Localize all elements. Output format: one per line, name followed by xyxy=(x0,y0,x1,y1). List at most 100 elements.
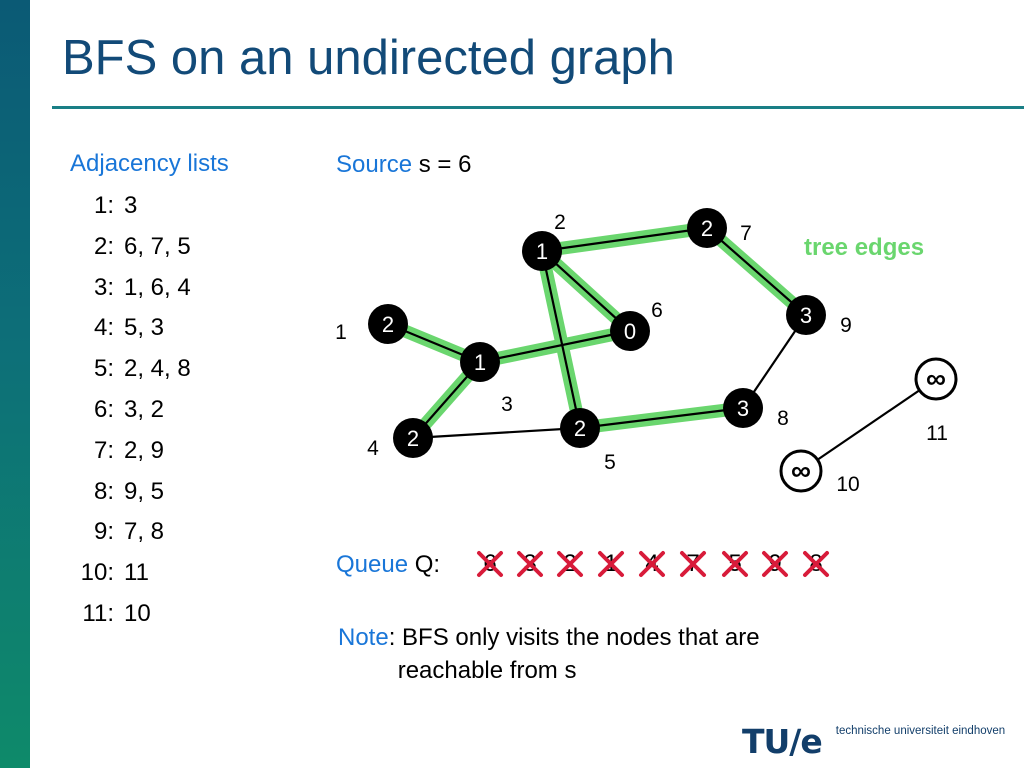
vertex-label-7: 7 xyxy=(740,222,752,245)
node-distance-8: 3 xyxy=(737,396,749,421)
node-distance-2: 1 xyxy=(536,239,548,264)
edge-5-8 xyxy=(579,406,744,430)
vertex-label-2: 2 xyxy=(554,211,566,234)
adjacency-neighbors: 7, 8 xyxy=(124,518,165,546)
node-distance-6: 0 xyxy=(624,319,636,344)
edge-2-5 xyxy=(540,250,582,429)
adjacency-row: 11: 10 xyxy=(70,600,191,641)
cross-mark-icon xyxy=(639,551,665,577)
vertex-label-4: 4 xyxy=(367,437,379,460)
adjacency-vertex: 9: xyxy=(93,518,114,546)
queue-item: 5 xyxy=(717,546,753,582)
queue-item: 8 xyxy=(798,546,834,582)
vertex-label-6: 6 xyxy=(651,299,663,322)
vertex-label-3: 3 xyxy=(501,393,513,416)
adjacency-row: 3:1, 6, 4 xyxy=(70,274,191,315)
vertex-label-1: 1 xyxy=(335,321,347,344)
adjacency-row: 4: 5, 3 xyxy=(70,314,191,355)
node-distance-11: ∞ xyxy=(926,363,946,394)
queue-prefix: Q: xyxy=(414,551,441,578)
adjacency-row: 5: 2, 4, 8 xyxy=(70,355,191,396)
cross-mark-icon xyxy=(557,551,583,577)
edge-4-5 xyxy=(412,426,581,440)
vertex-label-5: 5 xyxy=(604,451,616,474)
adjacency-vertex: 5: xyxy=(93,355,114,383)
queue-item: 3 xyxy=(512,546,548,582)
adjacency-row: 10:11 xyxy=(70,559,191,600)
adjacency-vertex: 7: xyxy=(93,436,114,464)
cross-mark-icon xyxy=(477,551,503,577)
adjacency-vertex: 11: xyxy=(82,599,114,627)
note-line-2: reachable from s xyxy=(397,657,577,684)
adjacency-neighbors: 9, 5 xyxy=(124,477,165,505)
adjacency-row: 7: 2, 9 xyxy=(70,437,191,478)
cross-mark-icon xyxy=(680,551,706,577)
node-distance-3: 1 xyxy=(474,350,486,375)
queue-line: Queue Q: xyxy=(336,551,440,579)
queue-label: Queue xyxy=(336,551,409,578)
node-7 xyxy=(687,208,727,248)
sidebar-accent-bar xyxy=(0,0,30,768)
adjacency-vertex: 3: xyxy=(93,273,114,301)
note: Note: BFS only visits the nodes that are… xyxy=(338,621,760,687)
source-value: s = 6 xyxy=(418,151,472,178)
queue-item: 9 xyxy=(757,546,793,582)
adjacency-neighbors: 6, 7, 5 xyxy=(124,232,191,260)
node-distance-5: 2 xyxy=(574,416,586,441)
logo-text: technische universiteit eindhoven xyxy=(835,724,1006,737)
node-5 xyxy=(560,408,600,448)
adjacency-vertex: 10: xyxy=(80,559,114,587)
cross-mark-icon xyxy=(722,551,748,577)
edge-2-7 xyxy=(541,226,708,253)
adjacency-row: 2: 6, 7, 5 xyxy=(70,233,191,274)
adjacency-neighbors: 3 xyxy=(124,192,138,219)
adjacency-neighbors: 10 xyxy=(124,599,151,627)
node-distance-10: ∞ xyxy=(791,455,811,486)
node-distance-4: 2 xyxy=(407,426,419,451)
node-distance-1: 2 xyxy=(382,312,394,337)
node-8 xyxy=(723,388,763,428)
cross-mark-icon xyxy=(517,551,543,577)
queue-item: 7 xyxy=(675,546,711,582)
slide-title: BFS on an undirected graph xyxy=(62,31,675,85)
adjacency-neighbors: 2, 9 xyxy=(124,436,165,464)
adjacency-neighbors: 5, 3 xyxy=(124,314,165,342)
adjacency-row: 9: 7, 8 xyxy=(70,518,191,559)
node-9 xyxy=(786,295,826,335)
adjacency-neighbors: 2, 4, 8 xyxy=(124,355,191,383)
node-2 xyxy=(522,231,562,271)
queue-item: 1 xyxy=(593,546,629,582)
vertex-label-10: 10 xyxy=(836,473,859,496)
adjacency-vertex: 4: xyxy=(93,314,114,342)
cross-mark-icon xyxy=(803,551,829,577)
adjacency-vertex: 1: xyxy=(93,192,114,219)
edge-7-9 xyxy=(706,227,807,316)
node-4 xyxy=(393,418,433,458)
queue-item: 4 xyxy=(634,546,670,582)
vertex-label-11: 11 xyxy=(926,422,948,445)
adjacency-vertex: 2: xyxy=(93,232,114,260)
vertex-label-9: 9 xyxy=(840,314,852,337)
queue-item: 2 xyxy=(552,546,588,582)
note-label: Note xyxy=(338,624,389,651)
edge-3-6 xyxy=(479,329,631,364)
title-divider xyxy=(52,106,1024,109)
vertex-label-8: 8 xyxy=(777,407,789,430)
adjacency-vertex: 8: xyxy=(93,477,114,505)
tue-logo: TU/e technische universiteit eindhoven xyxy=(742,722,1005,762)
node-6 xyxy=(610,311,650,351)
node-11 xyxy=(914,357,958,401)
node-3 xyxy=(460,342,500,382)
source-line: Source s = 6 xyxy=(336,151,471,179)
node-10 xyxy=(779,449,823,493)
node-distance-9: 3 xyxy=(800,303,812,328)
adjacency-lists-heading: Adjacency lists xyxy=(70,150,229,177)
logo-mark: TU/e xyxy=(742,722,823,761)
adjacency-vertex: 6: xyxy=(93,395,114,423)
node-distance-7: 2 xyxy=(701,216,713,241)
tree-edges-legend: tree edges xyxy=(804,234,925,261)
